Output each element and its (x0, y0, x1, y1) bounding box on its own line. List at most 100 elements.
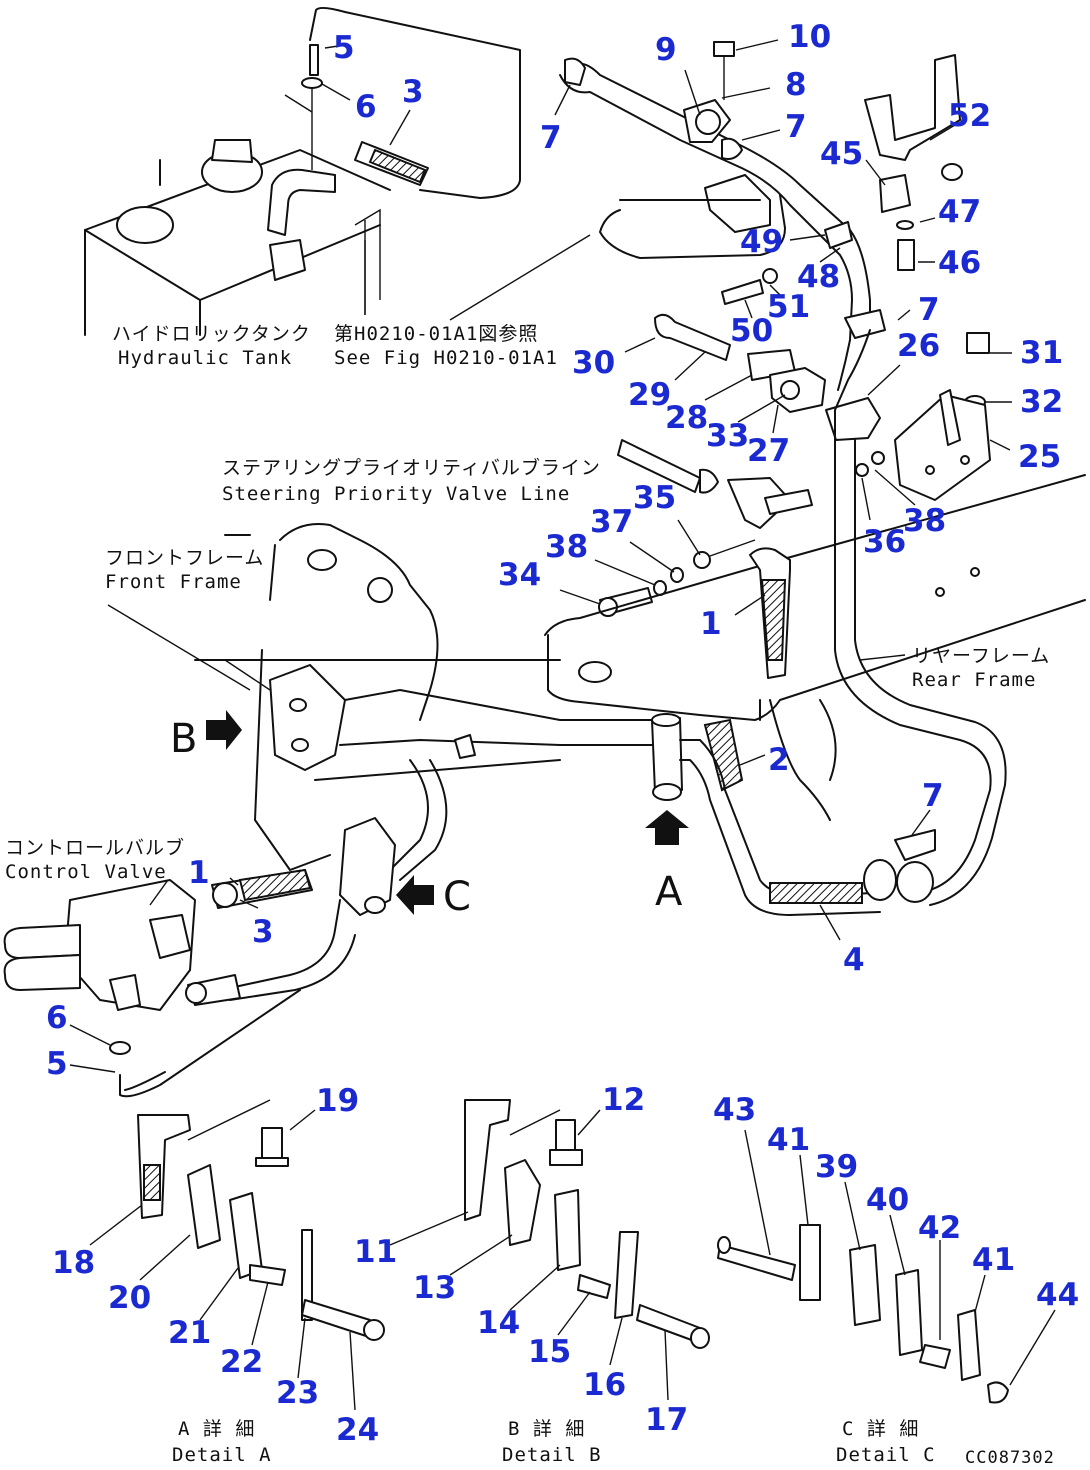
part-number-46: 46 (938, 245, 981, 281)
see-fig-label-jp: 第H0210-01A1図参照 (334, 323, 538, 345)
hydraulic-tank (84, 139, 391, 336)
steering-priority-line (598, 439, 813, 617)
part-number-36: 36 (863, 524, 906, 560)
hose-1-2-center (651, 547, 936, 916)
part-number-3-lower: 3 (252, 914, 274, 950)
part-number-26: 26 (897, 328, 940, 364)
part-number-18: 18 (52, 1245, 95, 1281)
part-number-47: 47 (938, 194, 981, 230)
view-b-label: B (170, 716, 197, 762)
part-number-1-left: 1 (188, 855, 210, 891)
front-frame-label-en: Front Frame (105, 571, 242, 593)
view-a-arrow-icon (645, 810, 689, 845)
detail-c-label-jp: C 詳 細 (842, 1418, 919, 1440)
part-number-5-lower: 5 (46, 1046, 68, 1082)
control-valve-label-en: Control Valve (5, 861, 167, 883)
tank-hose-assembly (301, 6, 521, 199)
detail-a-label-jp: A 詳 細 (178, 1418, 255, 1440)
part-number-11: 11 (354, 1234, 397, 1270)
part-number-38-right: 38 (903, 503, 946, 539)
middle-clamps (654, 313, 991, 501)
part-number-31: 31 (1020, 335, 1063, 371)
part-numbers: 5 6 3 7 9 10 8 7 52 45 47 49 46 48 51 7 … (46, 19, 1079, 1448)
view-arrows (206, 710, 689, 915)
part-number-24: 24 (336, 1412, 379, 1448)
steering-line-label-jp: ステアリングプライオリティバルブライン (222, 456, 601, 479)
part-number-21: 21 (168, 1315, 211, 1351)
part-number-42: 42 (918, 1210, 961, 1246)
part-number-50: 50 (730, 313, 773, 349)
detail-a-parts (137, 1099, 385, 1341)
return-pipe-upper (449, 41, 886, 341)
part-number-20: 20 (108, 1280, 151, 1316)
part-number-41-a: 41 (767, 1122, 810, 1158)
drawing-code: CC087302 (965, 1448, 1055, 1468)
part-number-41-b: 41 (972, 1242, 1015, 1278)
part-number-38-left: 38 (545, 529, 588, 565)
detail-c-parts (717, 1224, 1009, 1404)
part-number-43: 43 (713, 1092, 756, 1128)
rear-frame (544, 474, 1086, 821)
part-number-44: 44 (1036, 1277, 1079, 1313)
part-number-52: 52 (948, 98, 991, 134)
part-number-10: 10 (788, 19, 831, 55)
part-number-4: 4 (843, 942, 865, 978)
part-number-30: 30 (572, 345, 615, 381)
rear-frame-label-jp: リヤーフレーム (912, 645, 1050, 667)
part-number-19: 19 (316, 1083, 359, 1119)
part-number-51: 51 (767, 289, 810, 325)
part-number-17: 17 (645, 1402, 688, 1438)
front-frame-label-jp: フロントフレーム (105, 547, 264, 569)
view-b-arrow-icon (206, 710, 242, 750)
part-number-13: 13 (413, 1270, 456, 1306)
hydraulic-tank-label-en: Hydraulic Tank (118, 347, 292, 369)
detail-b-parts (464, 1099, 710, 1349)
part-number-23: 23 (276, 1375, 319, 1411)
detail-b-label-en: Detail B (502, 1444, 602, 1466)
return-pipe-right (834, 329, 1007, 906)
part-number-33: 33 (706, 418, 749, 454)
caption-labels: ハイドロリックタンク Hydraulic Tank 第H0210-01A1図参照… (5, 323, 1055, 1468)
leader-lines (69, 39, 1056, 1411)
detail-b-label-jp: B 詳 細 (508, 1418, 585, 1440)
part-number-48: 48 (797, 259, 840, 295)
see-fig-label-en: See Fig H0210-01A1 (334, 347, 558, 369)
part-number-29: 29 (628, 377, 671, 413)
part-number-27: 27 (747, 433, 790, 469)
part-number-3-upper: 3 (402, 74, 424, 110)
part-number-8: 8 (785, 67, 807, 103)
part-number-39: 39 (815, 1149, 858, 1185)
view-c-label: C (443, 874, 471, 920)
part-number-45: 45 (820, 136, 863, 172)
control-valve (3, 879, 196, 1011)
part-number-7-b: 7 (785, 109, 807, 145)
part-number-22: 22 (220, 1344, 263, 1380)
part-number-25: 25 (1018, 439, 1061, 475)
part-number-37: 37 (590, 504, 633, 540)
part-number-14: 14 (477, 1305, 520, 1341)
part-number-40: 40 (866, 1182, 909, 1218)
steering-line-label-en: Steering Priority Valve Line (222, 483, 570, 505)
part-number-15: 15 (528, 1334, 571, 1370)
view-a-label: A (655, 869, 683, 915)
part-number-28: 28 (665, 400, 708, 436)
part-number-2: 2 (768, 742, 790, 778)
part-number-16: 16 (583, 1367, 626, 1403)
part-number-6-upper: 6 (355, 89, 377, 125)
part-number-12: 12 (602, 1082, 645, 1118)
part-number-1-center: 1 (700, 606, 722, 642)
control-valve-lines (109, 759, 448, 1098)
part-number-49: 49 (740, 224, 783, 260)
part-number-7-d: 7 (922, 778, 944, 814)
part-number-5-upper: 5 (333, 30, 355, 66)
part-number-34: 34 (498, 557, 541, 593)
detail-a-label-en: Detail A (172, 1444, 272, 1466)
view-c-arrow-icon (396, 875, 434, 915)
control-valve-label-jp: コントロールバルブ (5, 836, 185, 859)
part-number-9: 9 (655, 32, 677, 68)
part-number-7-c: 7 (918, 292, 940, 328)
part-number-7-upper: 7 (540, 120, 562, 156)
hydraulic-tank-label-jp: ハイドロリックタンク (112, 323, 311, 345)
part-number-32: 32 (1020, 384, 1063, 420)
